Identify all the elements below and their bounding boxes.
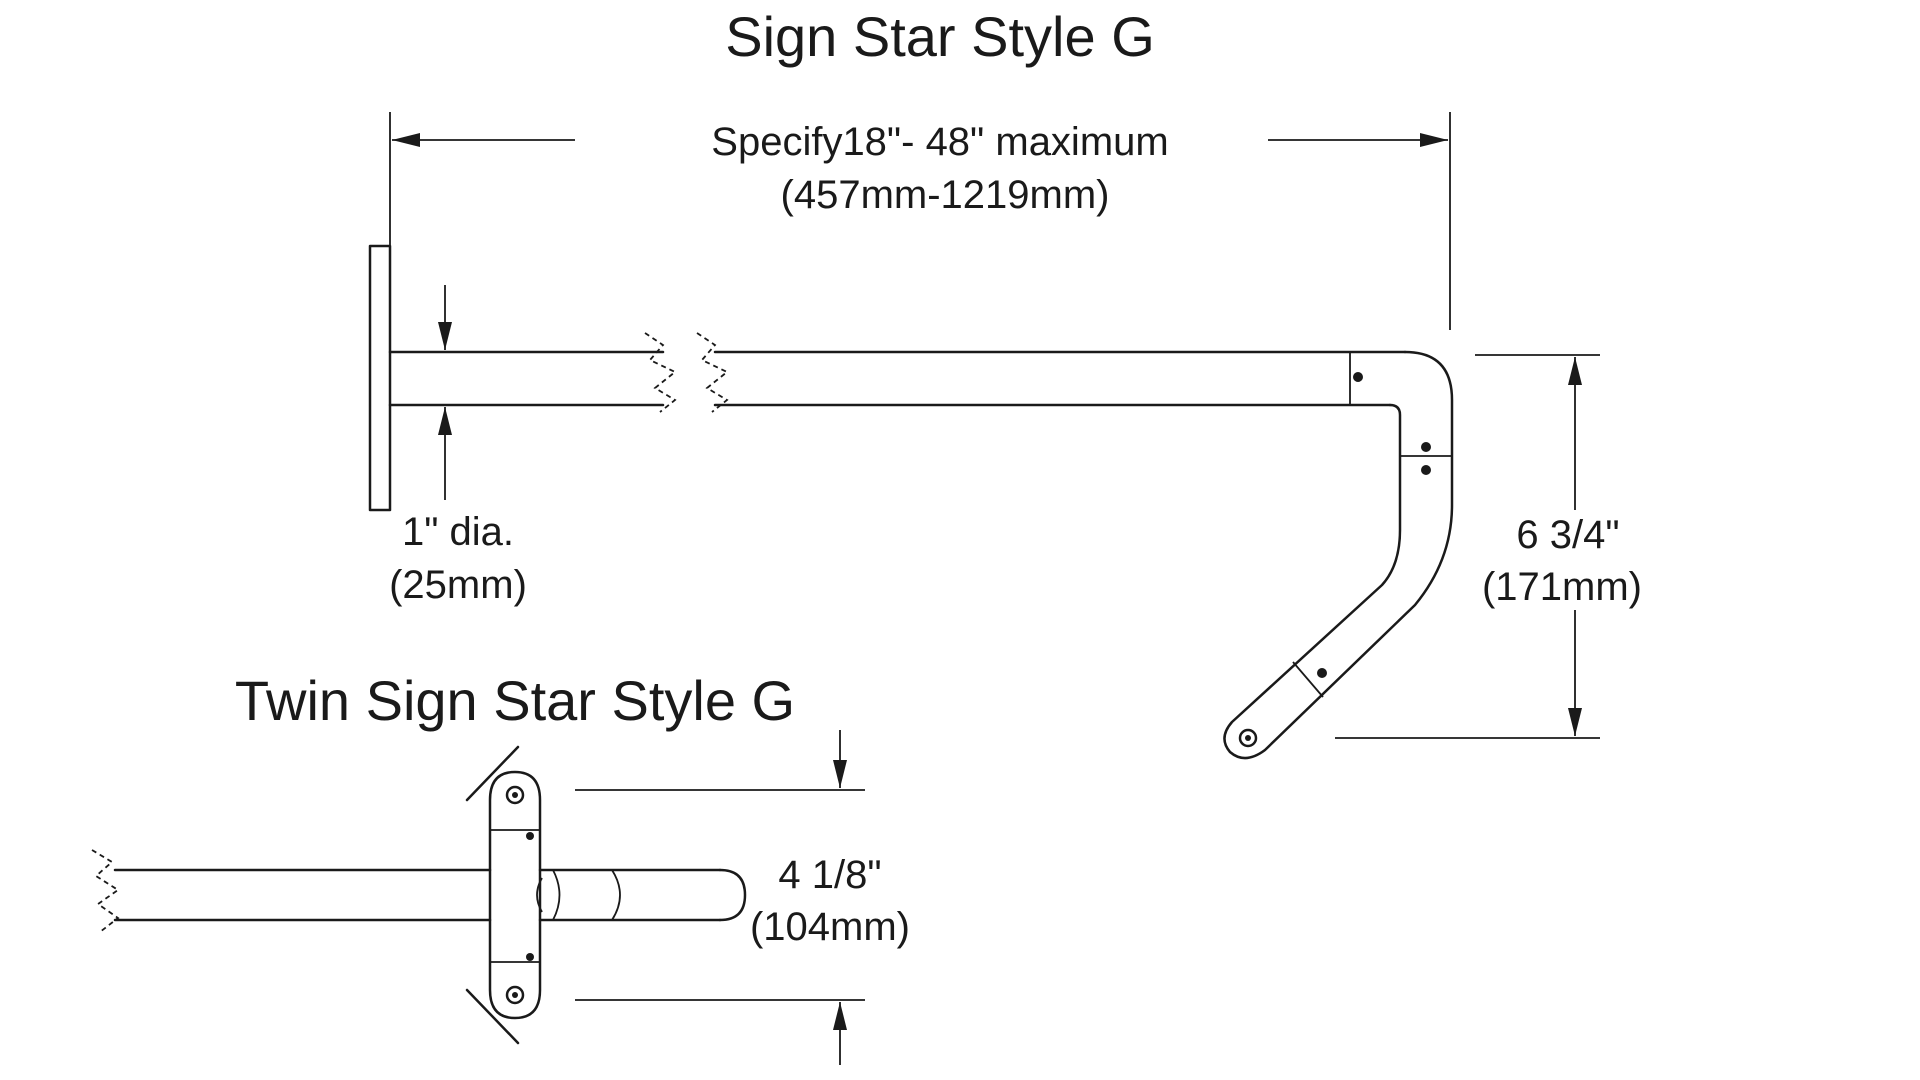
arm-left-segment [388, 332, 677, 413]
length-label-line1: Specify18"- 48" maximum [711, 120, 1168, 164]
height-dimension [1335, 354, 1600, 739]
length-label-line2: (457mm-1219mm) [781, 173, 1110, 217]
diameter-dimension [438, 285, 452, 500]
twin-arm [91, 849, 747, 933]
bolt-dot [1421, 465, 1431, 475]
height-label-line1: 6 3/4" [1516, 513, 1619, 557]
main-title: Sign Star Style G [725, 5, 1155, 68]
twin-dimension [575, 730, 865, 1065]
bolt-dot [1421, 442, 1431, 452]
bolt-hole-center [1245, 735, 1251, 741]
twin-label-line1: 4 1/8" [778, 853, 881, 897]
bolt-dot [526, 832, 534, 840]
bent-arm [1223, 350, 1454, 760]
wall-plate [368, 244, 392, 512]
twin-bracket [465, 745, 542, 1045]
bolt-hole [505, 785, 525, 805]
bolt-hole [505, 985, 525, 1005]
diameter-label-line1: 1" dia. [402, 510, 514, 554]
diameter-label-line2: (25mm) [389, 563, 527, 607]
bolt-dot [1317, 668, 1327, 678]
bolt-dot [1353, 372, 1363, 382]
bolt-hole [1238, 728, 1258, 748]
length-dimension [389, 112, 1451, 330]
twin-label-line2: (104mm) [750, 905, 910, 949]
arm-right-segment [696, 332, 1407, 413]
height-label-line2: (171mm) [1482, 565, 1642, 609]
bolt-hole-center [512, 992, 518, 998]
bolt-hole-center [512, 792, 518, 798]
twin-title: Twin Sign Star Style G [235, 669, 795, 732]
bolt-dot [526, 953, 534, 961]
